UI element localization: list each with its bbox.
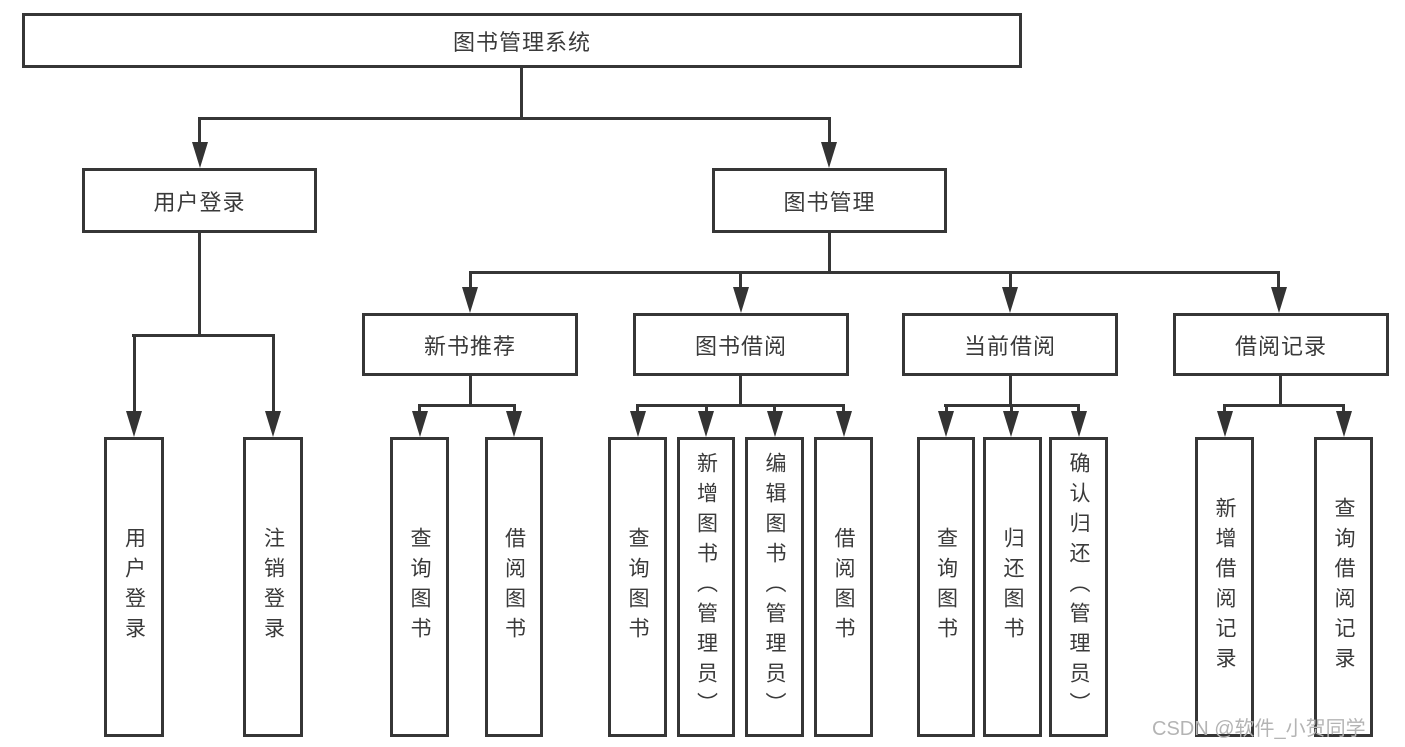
connector-level3-bar: [468, 271, 1280, 274]
connector-leaf-login-line: [132, 334, 136, 414]
arrowhead-leaf: [1003, 411, 1019, 437]
arrowhead-leaf: [835, 411, 852, 437]
node-label: 借阅记录: [1234, 333, 1327, 359]
connector-current-arrow-line: [1008, 271, 1012, 291]
leaf-borrow-books-borrowing: 借阅图书: [814, 437, 873, 737]
leaf-label: 确认归还（管理员）: [1067, 452, 1090, 722]
leaf-edit-books-admin: 编辑图书（管理员）: [745, 437, 804, 737]
connector-book-mgmt-drop: [827, 233, 831, 274]
connector-borrowing-drop: [739, 376, 742, 407]
node-book-management: 图书管理: [712, 168, 947, 233]
connector-leaf-line: [704, 404, 708, 414]
connector-records-drop: [1279, 376, 1282, 407]
node-library-management-system: 图书管理系统: [22, 13, 1022, 68]
connector-leaf-line: [1342, 404, 1345, 414]
node-label: 新书推荐: [423, 333, 516, 359]
leaf-logout: 注销登录: [243, 437, 303, 737]
leaf-label: 归还图书: [1001, 527, 1024, 647]
leaf-search-borrow-record: 查询借阅记录: [1314, 437, 1373, 737]
connector-borrowing-arrow-line: [739, 271, 742, 291]
connector-leaf-line: [1223, 404, 1226, 414]
leaf-search-books-recommend: 查询图书: [390, 437, 449, 737]
leaf-label: 编辑图书（管理员）: [763, 452, 786, 722]
leaf-label: 新增图书（管理员）: [694, 452, 718, 722]
connector-root-drop: [520, 68, 523, 120]
connector-book-mgmt-arrow-line: [827, 117, 831, 145]
connector-leaf-line: [636, 404, 639, 414]
leaf-add-books-admin: 新增图书（管理员）: [677, 437, 735, 737]
arrowhead-leaf: [1070, 411, 1087, 437]
node-new-book-recommendation: 新书推荐: [362, 313, 578, 376]
arrowhead-leaf: [1216, 411, 1233, 437]
leaf-label: 注销登录: [261, 527, 285, 647]
leaf-label: 新增借阅记录: [1213, 497, 1236, 677]
arrowhead-current: [1002, 287, 1018, 313]
node-current-borrowing: 当前借阅: [902, 313, 1118, 376]
connector-leaf-line: [1009, 404, 1013, 414]
leaf-label: 借阅图书: [832, 527, 855, 647]
leaf-add-borrow-record: 新增借阅记录: [1195, 437, 1254, 737]
arrowhead-leaf-logout: [265, 411, 281, 437]
leaf-return-books: 归还图书: [983, 437, 1042, 737]
arrowhead-leaf: [506, 411, 522, 437]
arrowhead-leaf: [1335, 411, 1352, 437]
connector-level2-bar: [198, 117, 831, 120]
arrowhead-leaf: [938, 411, 954, 437]
connector-borrowing-leaves-bar: [636, 404, 845, 407]
arrowhead-leaf: [766, 411, 783, 437]
connector-records-arrow-line: [1277, 271, 1280, 291]
connector-newbook-leaves-bar: [418, 404, 516, 407]
arrowhead-leaf: [629, 411, 646, 437]
leaf-user-login: 用户登录: [104, 437, 164, 737]
arrowhead-user-login: [191, 142, 208, 168]
connector-leaf-line: [1077, 404, 1080, 414]
connector-user-login-arrow-line: [198, 117, 201, 145]
arrowhead-leaf: [411, 411, 428, 437]
leaf-label: 查询图书: [626, 527, 649, 647]
arrowhead-book-mgmt: [821, 142, 837, 168]
leaf-label: 借阅图书: [502, 527, 526, 647]
node-label: 用户登录: [153, 189, 246, 215]
node-borrowing-records: 借阅记录: [1173, 313, 1389, 376]
connector-newbook-arrow-line: [468, 271, 472, 291]
connector-records-leaves-bar: [1223, 404, 1345, 407]
arrowhead-borrowing: [732, 287, 749, 313]
leaf-label: 查询图书: [408, 527, 431, 647]
csdn-watermark: CSDN @软件_小贺同学: [1152, 718, 1366, 740]
connector-leaf-line: [512, 404, 516, 414]
arrowhead-leaf: [698, 411, 714, 437]
connector-leaf-line: [944, 404, 948, 414]
connector-leaf-line: [842, 404, 845, 414]
arrowhead-records: [1270, 287, 1287, 313]
arrowhead-newbook: [462, 287, 478, 313]
arrowhead-leaf-login: [126, 411, 142, 437]
leaf-borrow-books-recommend: 借阅图书: [485, 437, 543, 737]
connector-user-login-drop: [198, 233, 201, 337]
node-label: 图书管理系统: [452, 29, 591, 55]
connector-leaf-line: [773, 404, 776, 414]
node-user-login: 用户登录: [82, 168, 317, 233]
node-label: 图书管理: [783, 189, 876, 215]
leaf-search-books-borrowing: 查询图书: [608, 437, 667, 737]
leaf-label: 用户登录: [122, 527, 146, 647]
leaf-search-books-current: 查询图书: [917, 437, 975, 737]
node-label: 图书借阅: [694, 333, 787, 359]
leaf-label: 查询图书: [934, 527, 958, 647]
connector-user-leaves-bar: [132, 334, 275, 337]
node-book-borrowing: 图书借阅: [633, 313, 849, 376]
connector-newbook-drop: [468, 376, 472, 407]
connector-current-drop: [1008, 376, 1012, 407]
connector-leaf-line: [418, 404, 421, 414]
connector-leaf-logout-line: [271, 334, 275, 414]
leaf-confirm-return-admin: 确认归还（管理员）: [1049, 437, 1108, 737]
node-label: 当前借阅: [963, 333, 1056, 359]
leaf-label: 查询借阅记录: [1332, 497, 1355, 677]
